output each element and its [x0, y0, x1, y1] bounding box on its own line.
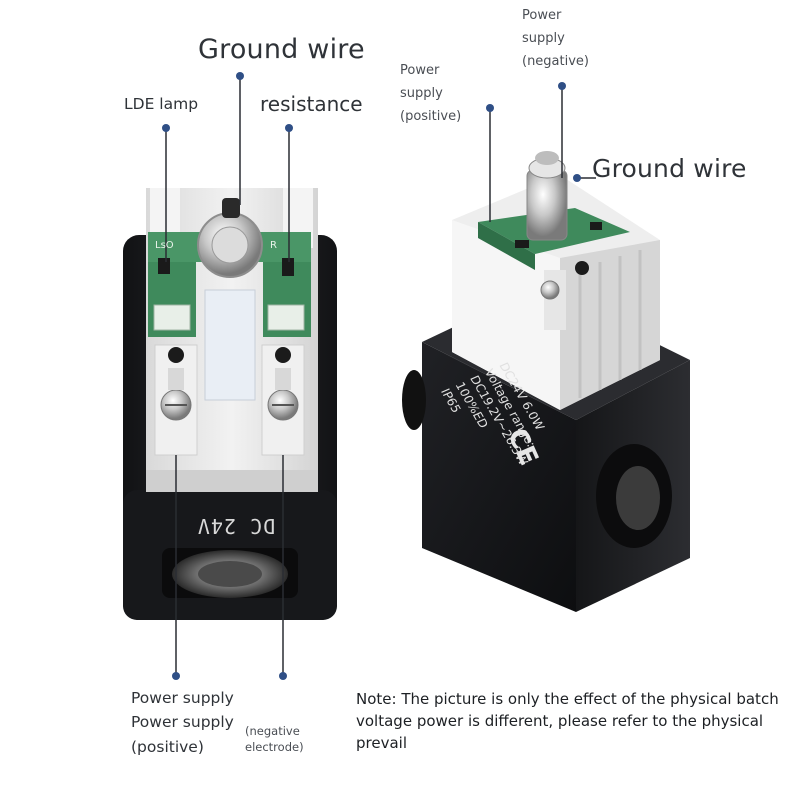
label-line: Power	[400, 63, 440, 78]
label-line: (negative)	[522, 54, 589, 69]
power-supply-negative-label: Power supply (negative)	[522, 4, 589, 73]
negative-electrode-label: (negative electrode)	[245, 723, 304, 755]
power-supply-bottom-label-2: Power supply	[131, 713, 234, 731]
resistance-label: resistance	[260, 92, 363, 116]
label-line: Power	[522, 8, 562, 23]
positive-bottom-label: (positive)	[131, 738, 204, 756]
pcb-left-marking: LsO	[155, 240, 174, 251]
power-supply-positive-top-label: Power supply (positive)	[400, 59, 461, 128]
label-line: (positive)	[400, 109, 462, 124]
right-solenoid-coil	[402, 151, 690, 612]
lde-lamp-label: LDE lamp	[124, 95, 199, 113]
disclaimer-note: Note: The picture is only the effect of …	[356, 690, 779, 752]
ground-wire-label-left: Ground wire	[198, 34, 365, 65]
power-supply-bottom-label-1: Power supply	[131, 689, 234, 707]
left-coil-marking: DC 24V	[196, 514, 276, 538]
pointer-lines	[165, 76, 596, 676]
pcb-right-marking: R	[270, 240, 277, 251]
pointer-dots	[162, 72, 581, 680]
label-line: (negative	[245, 724, 300, 738]
ground-wire-label-right: Ground wire	[592, 154, 747, 183]
left-solenoid-coil	[123, 188, 337, 620]
label-line: supply	[400, 86, 443, 101]
label-line: electrode)	[245, 740, 304, 754]
label-line: supply	[522, 31, 565, 46]
